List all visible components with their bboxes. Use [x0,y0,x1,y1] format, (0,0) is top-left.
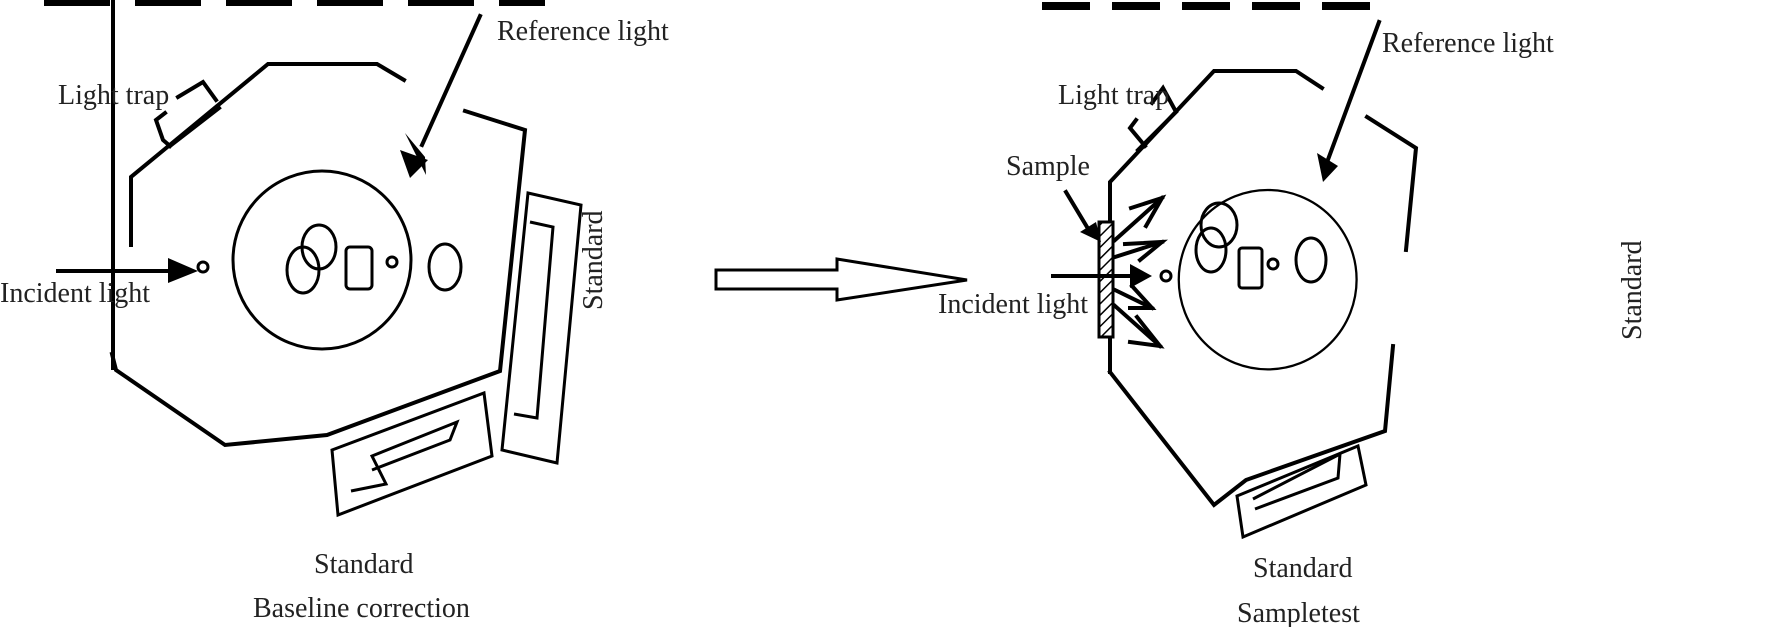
left-side-standard [500,191,583,465]
left-panel: Reference light Light trap Incident ligh… [0,0,669,624]
left-standard-side-label: Standard [578,210,609,310]
left-light-trap-label: Light trap [58,80,169,111]
left-bottom-standard [330,390,494,518]
right-light-trap [1127,84,1179,153]
left-sphere-housing [109,0,528,448]
left-incident-light-label: Incident light [0,278,150,309]
right-sphere-housing [1107,69,1419,508]
right-panel: Reference light Light trap Sample Incide… [938,2,1648,627]
left-incident-arrow [56,258,210,283]
right-incident-arrow [1051,264,1173,288]
left-reference-light-label: Reference light [497,16,669,47]
left-inner-sphere [231,169,463,351]
right-sample-plate [1097,220,1115,339]
right-inner-sphere [1177,188,1358,371]
right-standard-side-label: Standard [1617,240,1648,340]
right-light-trap-label: Light trap [1058,80,1169,111]
hollow-right-arrow-icon [714,257,968,302]
right-caption: Sampletest [1237,598,1360,627]
right-standard-bottom-label: Standard [1253,553,1353,584]
left-standard-bottom-label: Standard [314,549,414,580]
right-incident-light-label: Incident light [938,289,1088,320]
left-caption: Baseline correction [253,593,470,624]
right-scattered-arrows [1112,194,1169,349]
right-sample-label: Sample [1006,151,1090,182]
right-bottom-standard [1235,443,1368,540]
left-light-trap [153,79,222,149]
right-reference-arrow [1317,19,1382,182]
right-reference-light-label: Reference light [1382,28,1554,59]
right-sample-pointer-arrow [1063,189,1101,242]
left-reference-arrow [400,13,483,178]
